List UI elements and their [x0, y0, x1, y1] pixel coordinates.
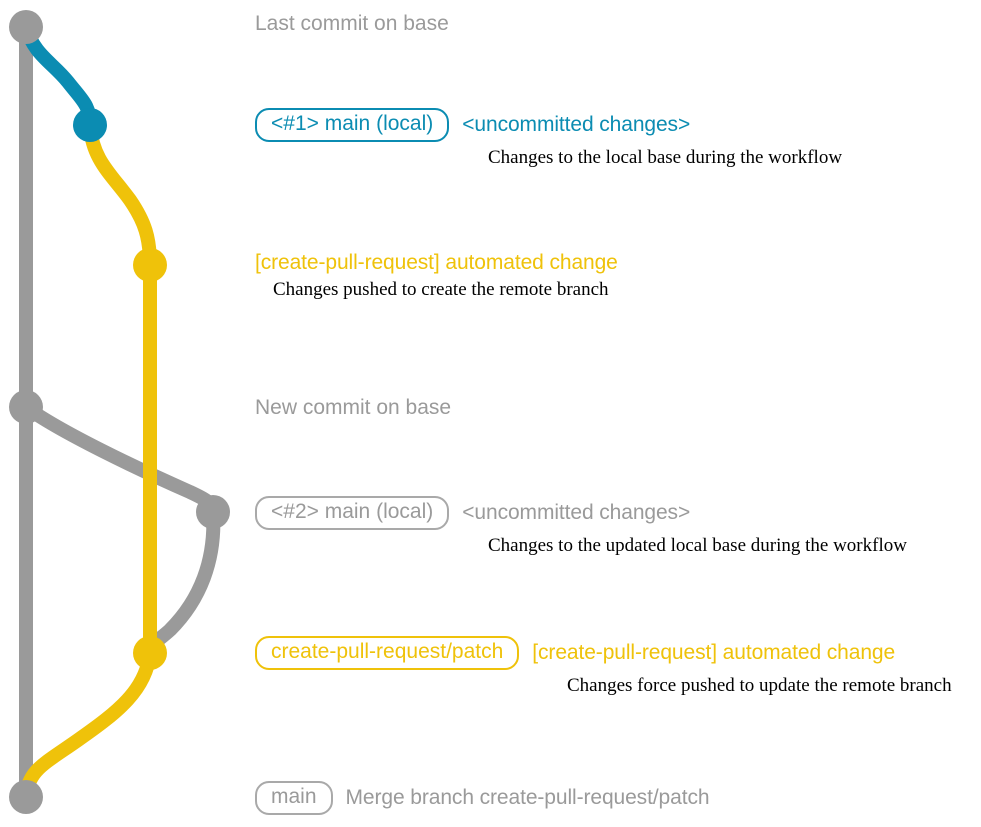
commit-subject: New commit on base	[255, 396, 452, 419]
commit-note: Changes force pushed to update the remot…	[567, 675, 952, 697]
graph-lanes	[9, 10, 230, 814]
commit-row-merge-commit: main Merge branch create-pull-request/pa…	[255, 781, 710, 816]
branch-badge-main[interactable]: main	[255, 781, 333, 816]
commit-note: Changes to the updated local base during…	[488, 535, 907, 557]
commit-subject: <uncommitted changes>	[462, 113, 691, 136]
branch-badge-main-local-1[interactable]: <#1> main (local)	[255, 108, 450, 143]
commit-row-last-commit-on-base: Last commit on base	[255, 12, 449, 36]
commit-subject: Merge branch create-pull-request/patch	[345, 786, 710, 809]
local2-to-remote2-edge	[143, 505, 221, 660]
commit-row-remote-commit-2: create-pull-request/patch [create-pull-r…	[255, 636, 952, 697]
node-remote-commit-2	[133, 636, 167, 670]
branch-badge-create-pull-request-patch[interactable]: create-pull-request/patch	[255, 636, 520, 671]
commit-subject: [create-pull-request] automated change	[255, 251, 618, 274]
node-local-commit-1	[73, 108, 107, 142]
commit-row-remote-commit-1: [create-pull-request] automated change C…	[255, 251, 618, 301]
commit-subject: [create-pull-request] automated change	[532, 641, 896, 664]
node-local-commit-2	[196, 495, 230, 529]
commit-row-new-commit-on-base: New commit on base	[255, 396, 451, 420]
base-to-local2-edge	[19, 400, 220, 519]
node-new-commit-on-base	[9, 390, 43, 424]
base-to-local1-edge	[19, 20, 97, 132]
node-merge-commit	[9, 780, 43, 814]
commit-subject: Last commit on base	[255, 12, 449, 35]
branch-badge-main-local-2[interactable]: <#2> main (local)	[255, 496, 450, 531]
commit-note: Changes pushed to create the remote bran…	[273, 279, 609, 301]
commit-row-local-commit-1: <#1> main (local) <uncommitted changes> …	[255, 108, 842, 169]
local1-to-remote1-edge	[83, 118, 157, 272]
node-remote-commit-1	[133, 248, 167, 282]
commit-note: Changes to the local base during the wor…	[488, 147, 843, 169]
remote2-to-merge-edge	[19, 646, 157, 804]
commit-row-local-commit-2: <#2> main (local) <uncommitted changes> …	[255, 496, 907, 557]
node-last-commit-on-base	[9, 10, 43, 44]
commit-subject: <uncommitted changes>	[462, 501, 691, 524]
